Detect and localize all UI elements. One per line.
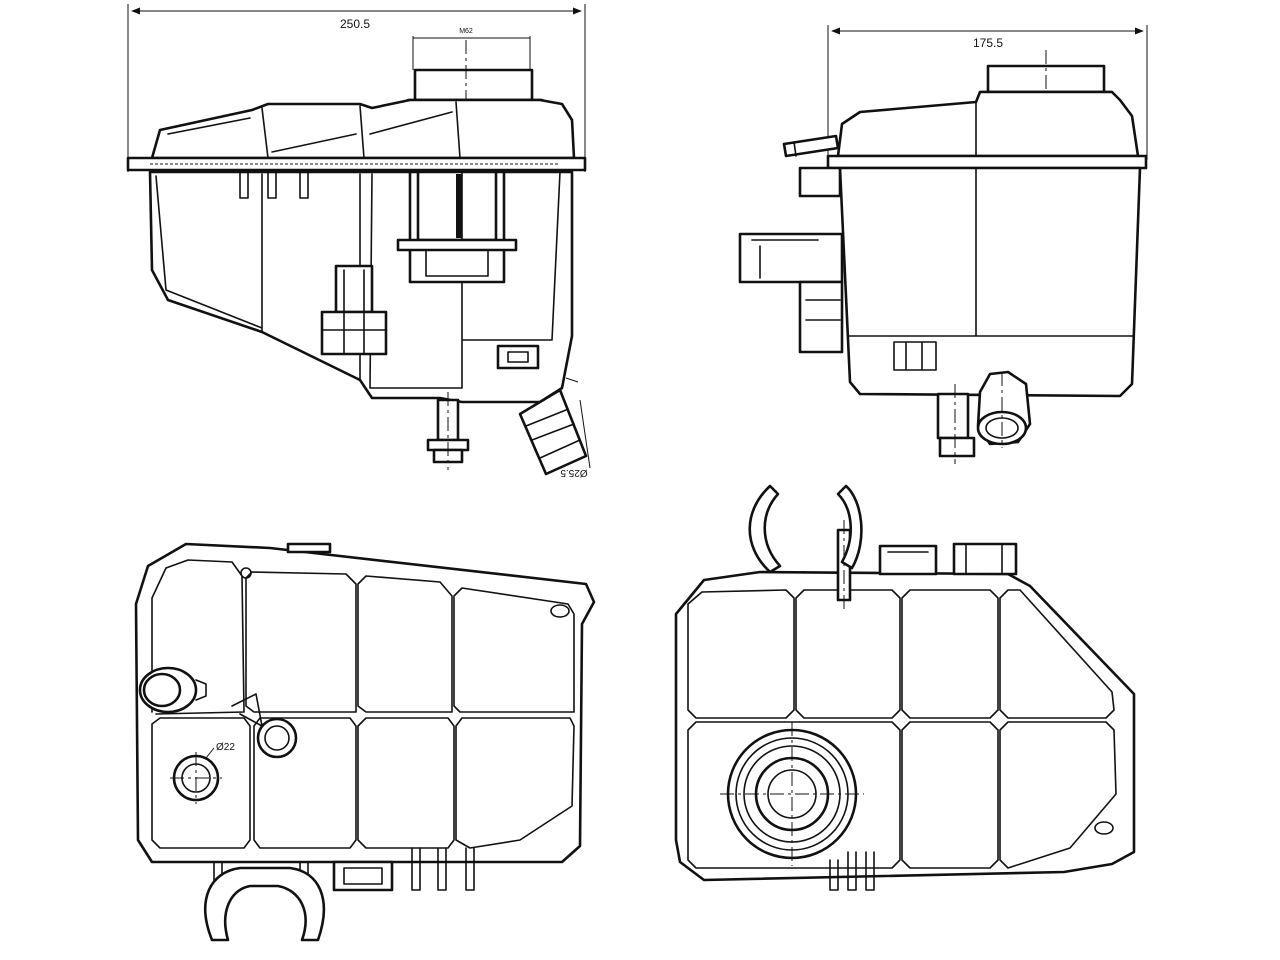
cap-dimension: M62 — [412, 28, 531, 70]
hose-clip — [204, 866, 326, 942]
center-outlet — [231, 693, 298, 759]
width-dimension-front: 250.5 — [127, 4, 586, 172]
top-view: Ø22 — [134, 542, 596, 942]
side-width-label: 175.5 — [973, 36, 1003, 50]
filler-cap — [413, 68, 534, 102]
bottom-view-panels — [687, 589, 1117, 869]
bottom-view-port — [720, 722, 864, 866]
bottom-port — [426, 392, 470, 470]
bottom-view — [674, 484, 1136, 891]
side-view: 175.5 — [738, 25, 1148, 464]
center-bracket — [408, 170, 506, 284]
front-width-label: 250.5 — [340, 17, 370, 31]
side-upper-shell — [836, 90, 1140, 158]
side-body — [838, 166, 1142, 398]
top-outlet: Ø22 — [170, 742, 235, 804]
top-hose-clip — [748, 484, 782, 574]
hose-outlet: Ø25.5 — [518, 377, 591, 478]
top-view-outline — [134, 542, 596, 864]
upper-shell — [150, 98, 576, 160]
side-hose-outlet — [976, 370, 1032, 448]
left-outlet — [138, 666, 207, 714]
width-dimension-side: 175.5 — [827, 25, 1148, 160]
top-view-panels — [151, 559, 575, 849]
side-connector — [334, 264, 374, 314]
cap-size-label: M62 — [459, 28, 473, 35]
front-view: 250.5 M62 — [126, 4, 591, 478]
top-outlet-label: Ø22 — [216, 742, 235, 753]
hose-outlet-label: Ø25.5 — [560, 467, 588, 478]
